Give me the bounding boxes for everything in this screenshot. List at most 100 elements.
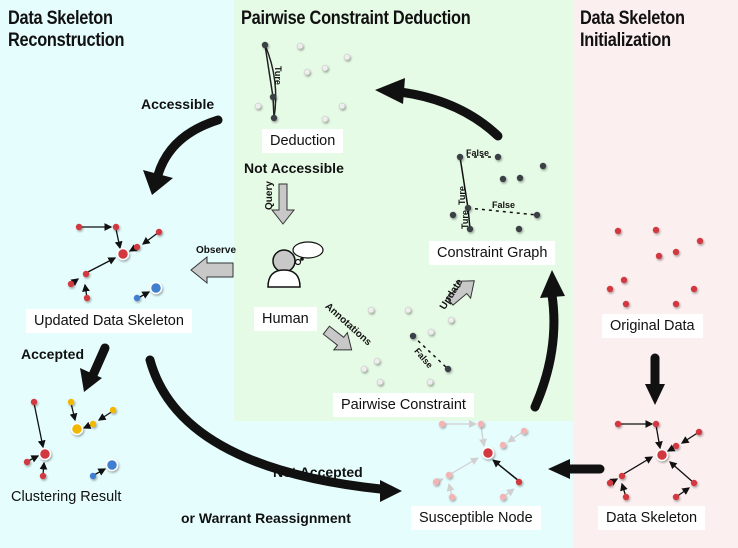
root-node (655, 448, 669, 462)
susceptible-node-graph (432, 420, 528, 501)
node (515, 225, 523, 233)
node (606, 285, 614, 293)
node (652, 226, 660, 234)
node (539, 162, 547, 170)
annotations-arrow (322, 325, 353, 351)
arrow-graph-to-deduction (395, 87, 503, 141)
arrow-not-accepted (145, 355, 395, 495)
arrow-skeleton-to-susceptible-head (548, 459, 570, 479)
arrow-pairwise-to-graph-head (540, 270, 565, 298)
node (269, 93, 277, 101)
node (254, 102, 262, 110)
root-node (105, 458, 119, 472)
label-accessible: Accessible (141, 96, 215, 112)
title-line: Initialization (580, 30, 671, 51)
node (67, 280, 75, 288)
edge-label-false: False (492, 200, 516, 210)
arrow-accessible (153, 115, 223, 180)
node (466, 225, 474, 233)
node (409, 332, 417, 340)
node-updated-data-skeleton: Updated Data Skeleton (26, 309, 192, 333)
node (444, 365, 452, 373)
node (360, 365, 368, 373)
node (82, 270, 90, 278)
node-deduction: Deduction (262, 129, 344, 153)
node (456, 153, 464, 161)
panel-initialization (573, 0, 738, 548)
node (652, 420, 660, 428)
node (606, 479, 614, 487)
label-query: Query (264, 181, 275, 210)
node (376, 378, 384, 386)
arrow-accepted-head (80, 368, 102, 392)
node (261, 41, 269, 49)
node (614, 420, 622, 428)
node (67, 398, 75, 406)
label-observe: Observe (196, 245, 237, 256)
node (321, 115, 329, 123)
node (112, 223, 120, 231)
label-accepted: Accepted (21, 346, 85, 362)
node (23, 458, 31, 466)
label-warrant-reassignment: or Warrant Reassignment (181, 510, 351, 526)
node (672, 248, 680, 256)
node (447, 316, 455, 324)
node (672, 300, 680, 308)
node (499, 441, 507, 449)
clustering-result-graph (23, 398, 119, 480)
title-initialization: Data Skeleton Initialization (580, 8, 685, 52)
node (448, 493, 456, 501)
edge-label-ture: Ture (273, 66, 283, 85)
data-skeleton-graph (606, 420, 703, 501)
update-arrow (445, 280, 475, 306)
node (133, 243, 141, 251)
pairwise-graph (360, 306, 455, 386)
node-pairwise-constraint: Pairwise Constraint (333, 393, 474, 417)
title-line: Reconstruction (8, 30, 125, 51)
node (618, 472, 626, 480)
root-node (149, 281, 163, 295)
node (296, 42, 304, 50)
node (83, 294, 91, 302)
node (690, 479, 698, 487)
arrow-pairwise-to-graph (530, 290, 559, 412)
arrow-accessible-head (143, 170, 173, 195)
node (445, 471, 453, 479)
node-constraint-graph: Constraint Graph (429, 241, 556, 265)
node (133, 294, 141, 302)
node (620, 276, 628, 284)
label-not-accepted: Not Accepted (273, 464, 363, 480)
node (343, 53, 351, 61)
title-reconstruction: Data Skeleton Reconstruction (8, 8, 124, 52)
node (438, 420, 446, 428)
node-clustering-result: Clustering Result (11, 489, 122, 505)
node (373, 357, 381, 365)
node (404, 306, 412, 314)
node-human: Human (254, 307, 317, 331)
query-arrow (270, 183, 296, 225)
node (270, 114, 278, 122)
node (499, 175, 507, 183)
thought-bubble-icon (292, 241, 324, 266)
original-data-points (606, 226, 704, 308)
arrow-not-accepted-head (380, 480, 402, 502)
node (449, 211, 457, 219)
node (696, 237, 704, 245)
node (499, 493, 507, 501)
node (89, 420, 97, 428)
arrow-accepted (88, 343, 110, 380)
node (39, 472, 47, 480)
label-not-accessible: Not Accessible (244, 160, 344, 176)
title-line: Data Skeleton (8, 8, 113, 29)
arrow-graph-to-deduction-head (375, 78, 405, 104)
node (622, 300, 630, 308)
updated-skeleton-graph (67, 223, 163, 302)
node (155, 228, 163, 236)
node (672, 493, 680, 501)
node (75, 223, 83, 231)
node (614, 227, 622, 235)
node (672, 442, 680, 450)
node (695, 428, 703, 436)
big-arrows (80, 78, 665, 502)
observe-arrow (190, 255, 234, 285)
